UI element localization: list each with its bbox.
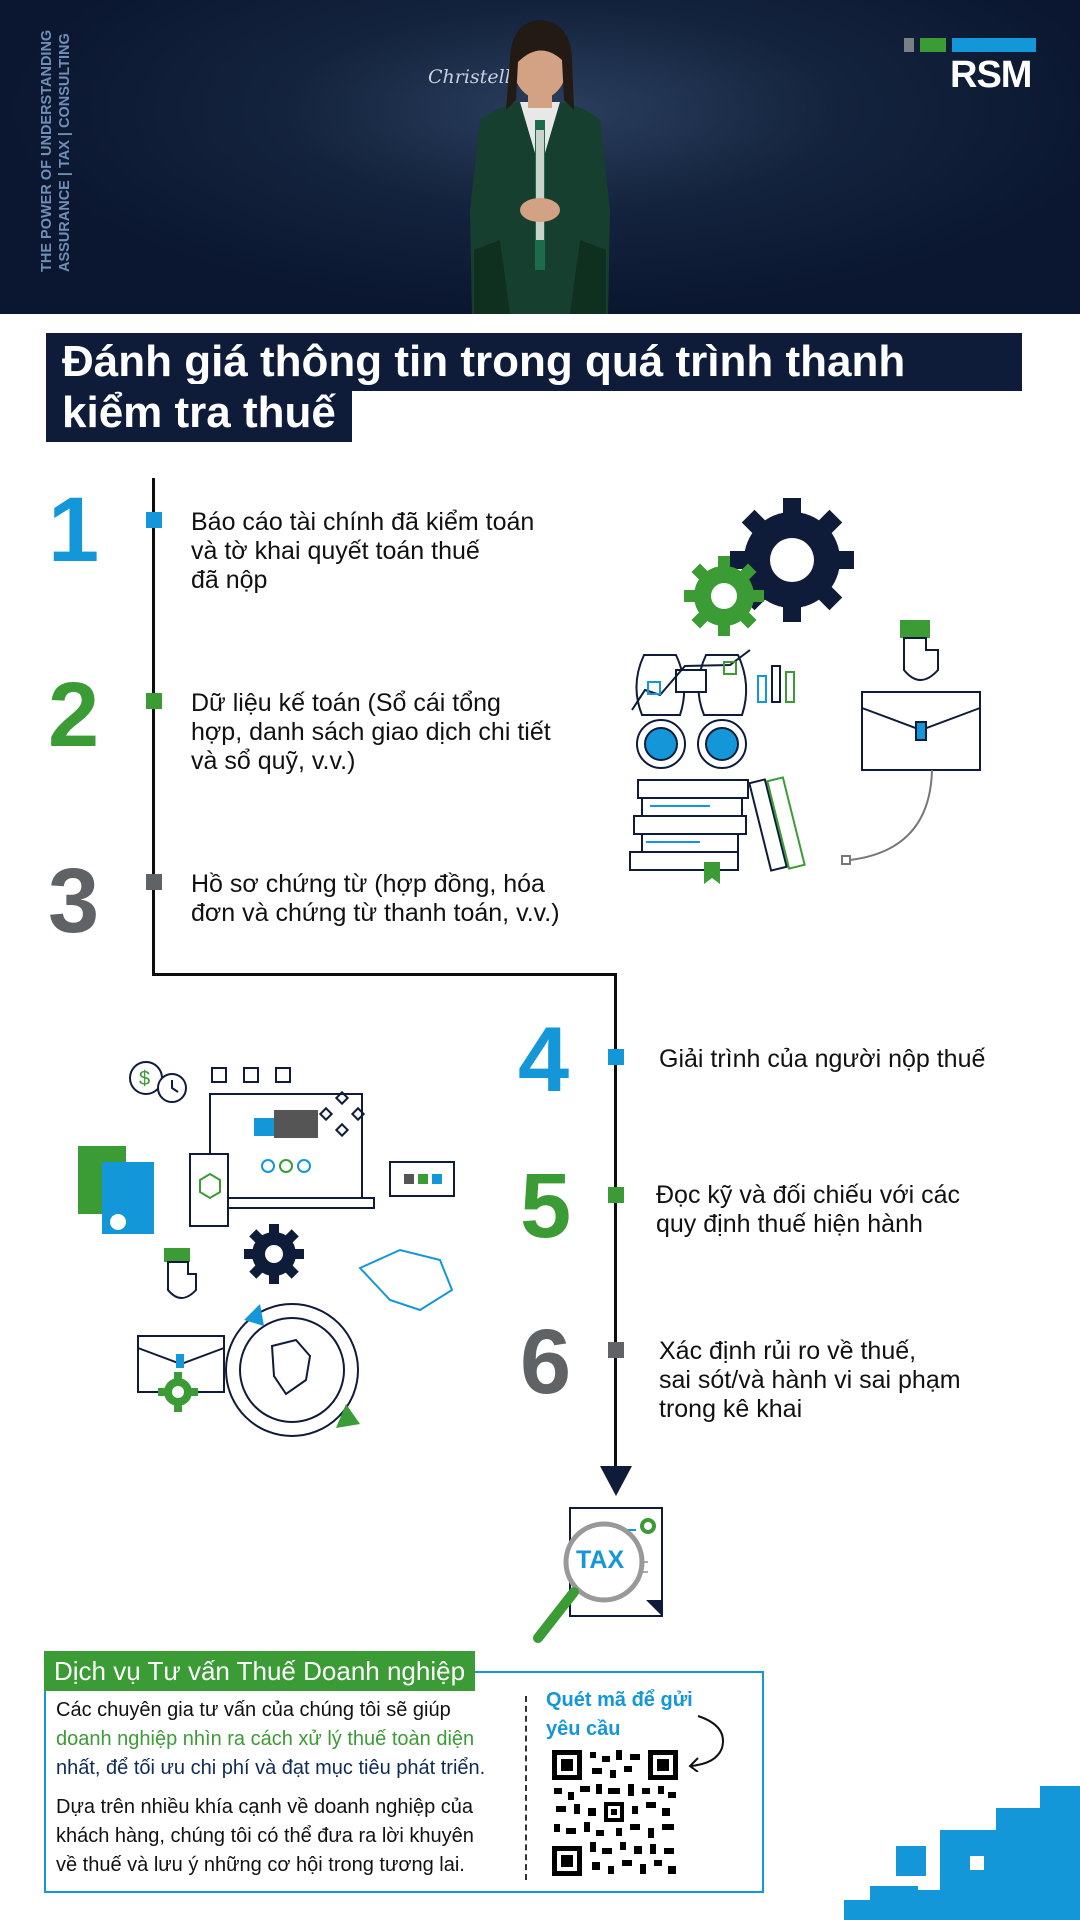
globe-icon [239,1317,345,1423]
briefcase-icon [841,620,981,865]
qr-code[interactable] [550,1748,680,1878]
service-divider [525,1696,527,1880]
signature: Christelle [428,66,522,88]
step-1-marker [146,512,162,528]
pixel-decoration [844,1786,1080,1920]
step-4-marker [608,1049,624,1065]
hero-banner: THE POWER OF UNDERSTANDING ASSURANCE | T… [0,0,1080,314]
laptop-icon [209,1093,363,1199]
research-illustration [629,498,981,884]
analysis-illustration: $ [78,1061,455,1437]
tax-badge: TAX [576,1546,625,1574]
handshake-icon [358,1248,454,1312]
timeline-line-upper [152,478,155,976]
step-4-text: Giải trình của người nộp thuế [659,1045,986,1073]
tagline-line-2: ASSURANCE | TAX | CONSULTING [57,33,73,272]
binoculars-icon [631,649,795,769]
step-4-number: 4 [518,1009,570,1111]
spokesperson-image [470,20,610,314]
curved-arrow-icon [688,1715,724,1772]
timeline-line-connector [152,973,617,976]
timeline-line-lower [614,973,617,1473]
svg-text:$: $ [139,1068,150,1090]
page-title-line-2: kiểm tra thuế [46,384,352,442]
service-paragraph-2: Dựa trên nhiều khía cạnh về doanh nghiệp… [56,1796,474,1876]
gear-icon [684,556,764,636]
step-5-marker [608,1187,624,1203]
service-paragraph-1: Các chuyên gia tư vấn của chúng tôi sẽ g… [56,1699,486,1779]
step-6-number: 6 [520,1311,572,1413]
qr-caption: Quét mã để gửi yêu cầu [546,1689,693,1740]
step-3-number: 3 [48,850,100,952]
gear-icon [244,1224,304,1284]
step-1-number: 1 [48,479,100,581]
tax-magnifier-icon [533,1507,663,1643]
service-heading: Dịch vụ Tư vấn Thuế Doanh nghiệp [44,1651,476,1691]
step-5-number: 5 [520,1155,572,1257]
step-2-marker [146,693,162,709]
tagline: THE POWER OF UNDERSTANDING ASSURANCE | T… [38,30,74,272]
step-2-number: 2 [48,664,100,766]
gear-icon [158,1372,198,1412]
step-3-marker [146,874,162,890]
rsm-logo: RSM [950,54,1032,96]
arrow-down-icon [600,1466,632,1496]
step-6-marker [608,1342,624,1358]
tagline-line-1: THE POWER OF UNDERSTANDING [39,29,55,272]
books-icon [629,776,806,884]
page-title-line-1: Đánh giá thông tin trong quá trình thanh [46,333,1022,391]
network-icon [318,1090,366,1138]
step-6-text: Xác định rủi ro về thuế,sai sót/và hành … [659,1337,961,1423]
rsm-logo-bars [904,38,1036,52]
